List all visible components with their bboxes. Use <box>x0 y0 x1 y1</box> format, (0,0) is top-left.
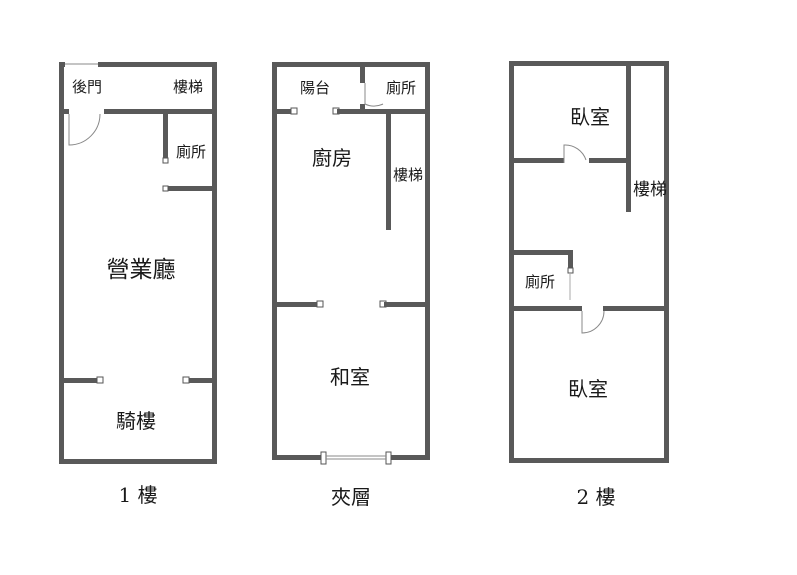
wall <box>568 250 573 270</box>
window-frame <box>320 451 327 465</box>
wall <box>388 455 430 460</box>
wall <box>59 109 69 114</box>
wall <box>272 455 324 460</box>
wall <box>509 458 669 463</box>
floor-title-mezzanine: 夾層 <box>331 485 371 509</box>
wall <box>509 61 514 463</box>
wall <box>603 306 669 311</box>
window-frame <box>385 451 392 465</box>
room-label-balcony: 陽台 <box>300 79 330 97</box>
wall <box>64 378 101 383</box>
wall <box>514 250 572 255</box>
wall-post <box>567 267 574 274</box>
floor-title-2: 2 樓 <box>576 485 615 509</box>
wall-post <box>162 157 169 164</box>
room-label-back-door: 後門 <box>72 78 102 96</box>
wall <box>59 459 217 464</box>
room-label-toilet: 廁所 <box>525 273 555 291</box>
wall <box>277 302 321 307</box>
wall <box>104 109 217 114</box>
wall <box>168 186 217 191</box>
wall <box>184 378 212 383</box>
wall <box>337 109 430 114</box>
mezzanine-plan: 陽台 廁所 廚房 樓梯 和室 夾層 <box>272 62 430 509</box>
floor-1-plan: 後門 樓梯 廁所 營業廳 騎樓 1 樓 <box>59 62 217 507</box>
floor-title-1: 1 樓 <box>118 483 157 507</box>
room-label-bedroom-top: 臥室 <box>570 105 610 129</box>
door-swing <box>68 113 101 146</box>
wall <box>384 302 430 307</box>
room-label-stairs: 樓梯 <box>173 78 203 96</box>
wall <box>272 62 430 67</box>
room-label-arcade: 騎樓 <box>116 409 156 433</box>
room-label-bedroom-bottom: 臥室 <box>568 377 608 401</box>
room-label-toilet: 廁所 <box>386 79 416 97</box>
wall <box>514 158 564 163</box>
room-label-kitchen: 廚房 <box>312 146 352 170</box>
wall <box>360 104 365 114</box>
wall <box>626 66 631 212</box>
wall-post <box>290 107 298 115</box>
room-label-toilet: 廁所 <box>176 143 206 161</box>
room-label-business-hall: 營業廳 <box>107 257 176 283</box>
wall <box>212 62 217 464</box>
wall <box>59 62 64 464</box>
room-label-stairs: 樓梯 <box>393 166 423 184</box>
wall <box>664 61 669 463</box>
wall-post <box>162 185 169 192</box>
wall <box>163 114 168 162</box>
wall <box>59 62 65 67</box>
wall <box>386 114 391 230</box>
wall-post <box>182 376 190 384</box>
wall <box>509 61 669 66</box>
wall-post <box>96 376 104 384</box>
wall <box>514 306 582 311</box>
door-swing <box>563 144 587 163</box>
wall <box>98 62 217 67</box>
room-label-japanese-room: 和室 <box>330 365 370 389</box>
wall <box>277 109 294 114</box>
wall <box>272 62 277 460</box>
room-label-stairs: 樓梯 <box>633 180 667 200</box>
floor-2-plan: 臥室 樓梯 廁所 臥室 2 樓 <box>509 61 669 509</box>
door-swing <box>581 310 605 334</box>
wall <box>589 158 630 163</box>
wall <box>360 67 365 83</box>
wall <box>425 62 430 460</box>
door-swing <box>364 83 384 107</box>
wall-post <box>316 300 324 308</box>
